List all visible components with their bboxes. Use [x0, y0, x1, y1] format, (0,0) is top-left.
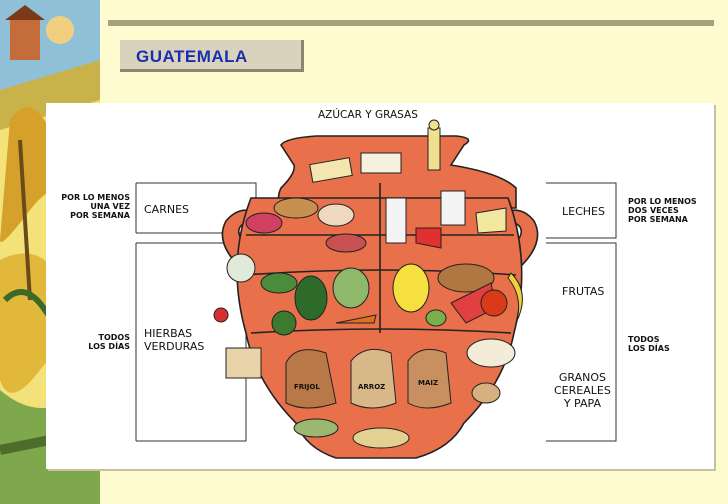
- freq-daily-left-line1: TODOS: [98, 333, 130, 342]
- freq-weekly-line3: POR SEMANA: [70, 211, 130, 220]
- label-freq-twice: POR LO MENOS DOS VECES POR SEMANA: [628, 197, 697, 224]
- granos-line2: CEREALES: [554, 384, 611, 397]
- hierbas-line2: VERDURAS: [144, 340, 205, 353]
- label-freq-daily-left: TODOS LOS DÍAS: [50, 333, 130, 351]
- granos-line1: GRANOS: [558, 371, 606, 384]
- granos-line3: Y PAPA: [563, 397, 601, 410]
- freq-daily-right-line2: LOS DÍAS: [628, 344, 670, 353]
- label-carnes: CARNES: [144, 203, 190, 216]
- label-freq-weekly: POR LO MENOS UNA VEZ POR SEMANA: [50, 193, 130, 220]
- freq-twice-line2: DOS VECES: [628, 206, 679, 215]
- label-frutas: FRUTAS: [562, 285, 605, 298]
- freq-weekly-line1: POR LO MENOS: [61, 193, 130, 202]
- hierbas-line1: HIERBAS: [144, 327, 193, 340]
- label-leches: LECHES: [562, 205, 605, 218]
- sack-label-arroz: ARROZ: [358, 383, 386, 391]
- freq-twice-line1: POR LO MENOS: [628, 197, 697, 206]
- label-freq-daily-right: TODOS LOS DÍAS: [628, 335, 670, 353]
- sack-label-maiz: MAIZ: [418, 379, 439, 387]
- label-sugar-fats: AZÚCAR Y GRASAS: [318, 109, 418, 121]
- freq-weekly-line2: UNA VEZ: [90, 202, 130, 211]
- top-rule: [108, 20, 714, 26]
- freq-daily-right-line1: TODOS: [628, 335, 660, 344]
- food-pot-diagram: AZÚCAR Y GRASAS POR LO MENOS UNA VEZ POR…: [46, 103, 714, 469]
- label-granos: GRANOS CEREALES Y PAPA: [554, 371, 611, 410]
- label-hierbas: HIERBAS VERDURAS: [144, 327, 204, 353]
- title-box: GUATEMALA: [120, 40, 304, 72]
- pot-illustration: [135, 119, 617, 459]
- slide-title: GUATEMALA: [136, 47, 248, 66]
- freq-daily-left-line2: LOS DÍAS: [88, 342, 130, 351]
- sack-label-frijol: FRIJOL: [294, 383, 320, 391]
- freq-twice-line3: POR SEMANA: [628, 215, 688, 224]
